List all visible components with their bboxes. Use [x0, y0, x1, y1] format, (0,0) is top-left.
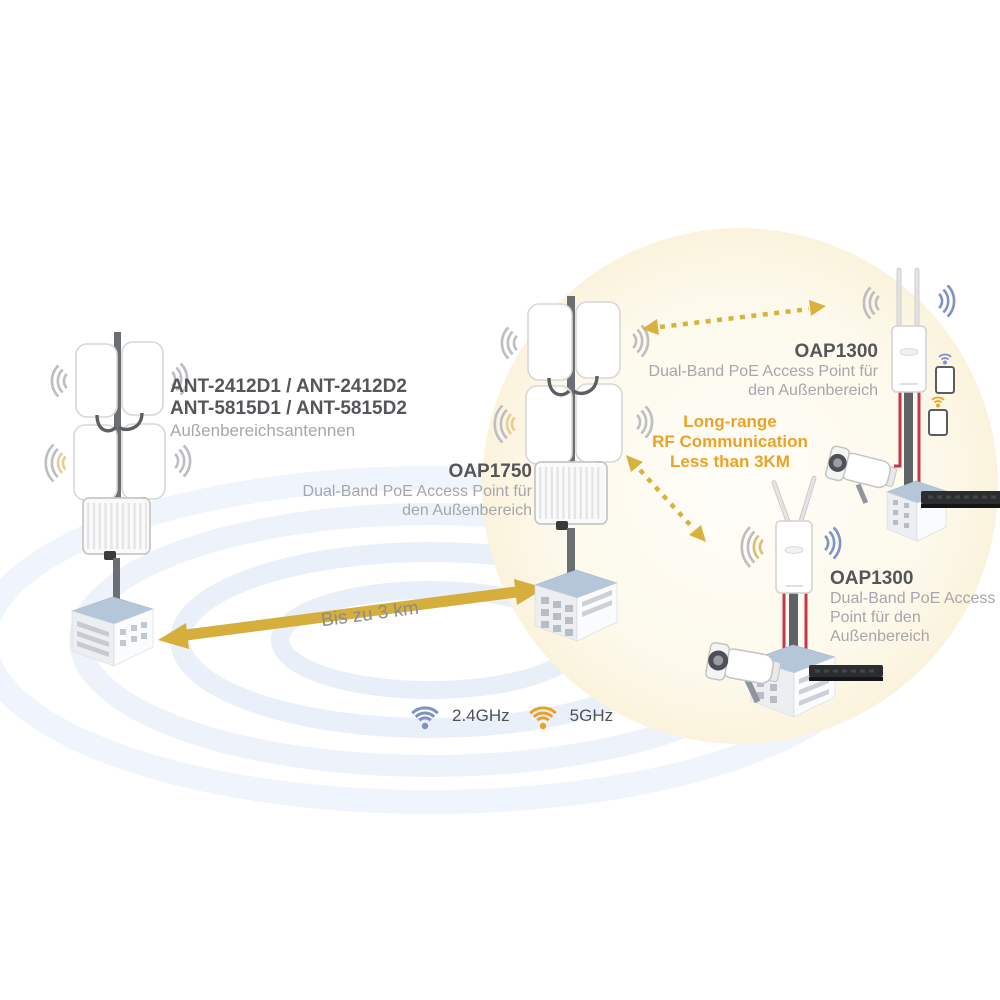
- access-point-box: [82, 497, 151, 560]
- antenna-model-line1: ANT-2412D1 / ANT-2412D2: [170, 376, 407, 397]
- wifi-waves-icon: [493, 324, 654, 444]
- antenna-panels: [525, 301, 623, 465]
- oap1300-bottom-label: OAP1300 Dual-Band PoE Access Point für d…: [830, 568, 1000, 647]
- antenna-model-line2: ANT-5815D1 / ANT-5815D2: [170, 398, 407, 420]
- access-point-body: [891, 325, 927, 393]
- wifi-waves-orange-icon: [505, 413, 516, 435]
- oap1300-top-group: [825, 267, 1000, 542]
- legend-item-5ghz: 5GHz: [524, 700, 613, 732]
- client-tablet-24ghz: [935, 353, 955, 394]
- oap1300-top-desc-line1: Dual-Band PoE Access Point für: [648, 363, 878, 381]
- antenna-panels: [73, 341, 166, 501]
- wifi-small-orange-icon: [931, 396, 945, 404]
- oap1300-bottom-desc-line1: Dual-Band PoE Access: [830, 590, 996, 608]
- lower-pole: [113, 558, 120, 604]
- mount-pole: [789, 592, 798, 682]
- mast-pole: [114, 332, 121, 510]
- wifi-waves-icon: [862, 286, 880, 320]
- antenna-subtitle: Außenbereichsantennen: [170, 420, 356, 440]
- rf-link-arrow-diagonal: [626, 455, 706, 542]
- callout-line2: RF Communication: [652, 431, 808, 451]
- oap1300-top-model: OAP1300: [794, 341, 878, 362]
- distance-arrow: [158, 579, 545, 649]
- oap1750-mast: [493, 296, 654, 642]
- lower-pole: [567, 528, 575, 576]
- oap1750-label: OAP1750 Dual-Band PoE Access Point für d…: [250, 461, 532, 521]
- client-tablet-5ghz: [928, 396, 948, 436]
- building: [71, 596, 154, 667]
- surveillance-camera: [825, 445, 897, 504]
- rf-link-arrow-top: [642, 300, 826, 335]
- building: [886, 480, 947, 542]
- mount-pole: [904, 390, 913, 508]
- frequency-legend: 2.4GHz 5GHz: [406, 700, 613, 732]
- wifi-small-blue-icon: [938, 353, 952, 361]
- network-switch: [809, 665, 883, 681]
- long-range-callout: Long-range RF Communication Less than 3K…: [628, 412, 832, 472]
- surveillance-camera: [705, 642, 781, 704]
- network-switch: [921, 491, 1000, 508]
- callout-line3: Less than 3KM: [670, 451, 790, 471]
- oap1750-desc-line1: Dual-Band PoE Access Point für: [302, 483, 532, 501]
- wifi-icon-orange: [528, 706, 557, 730]
- access-point-box: [534, 461, 608, 530]
- oap1300-bottom-model: OAP1300: [830, 568, 914, 589]
- left-antenna-mast: [44, 332, 192, 667]
- oap1750-desc-line2: den Außenbereich: [402, 502, 532, 520]
- oap1300-bottom-group: [705, 475, 883, 718]
- access-point-body: [775, 520, 813, 594]
- oap1300-bottom-desc-line3: Außenbereich: [830, 628, 930, 646]
- left-antenna-label: ANT-2412D1 / ANT-2412D2 ANT-5815D1 / ANT…: [170, 376, 470, 441]
- wifi-waves-blue-icon: [938, 284, 956, 318]
- legend-label-24ghz: 2.4GHz: [452, 706, 510, 725]
- wifi-waves-orange-icon: [752, 534, 764, 560]
- oap1300-top-desc-line2: den Außenbereich: [748, 382, 878, 400]
- oap1750-model: OAP1750: [448, 461, 532, 482]
- legend-item-24ghz: 2.4GHz: [406, 700, 510, 732]
- antenna-sticks: [771, 475, 817, 527]
- wifi-waves-orange-icon: [56, 452, 67, 474]
- building: [534, 569, 618, 642]
- legend-label-5ghz: 5GHz: [569, 706, 614, 725]
- oap1300-bottom-desc-line2: Point für den: [830, 609, 921, 627]
- wifi-waves-icon: [44, 362, 192, 483]
- wifi-icon-blue: [411, 706, 439, 730]
- wifi-waves-blue-icon: [824, 526, 842, 560]
- antenna-sticks: [896, 267, 920, 329]
- wifi-waves-icon: [740, 526, 756, 568]
- callout-line1: Long-range: [683, 412, 777, 431]
- oap1300-top-label: OAP1300 Dual-Band PoE Access Point für d…: [598, 341, 878, 401]
